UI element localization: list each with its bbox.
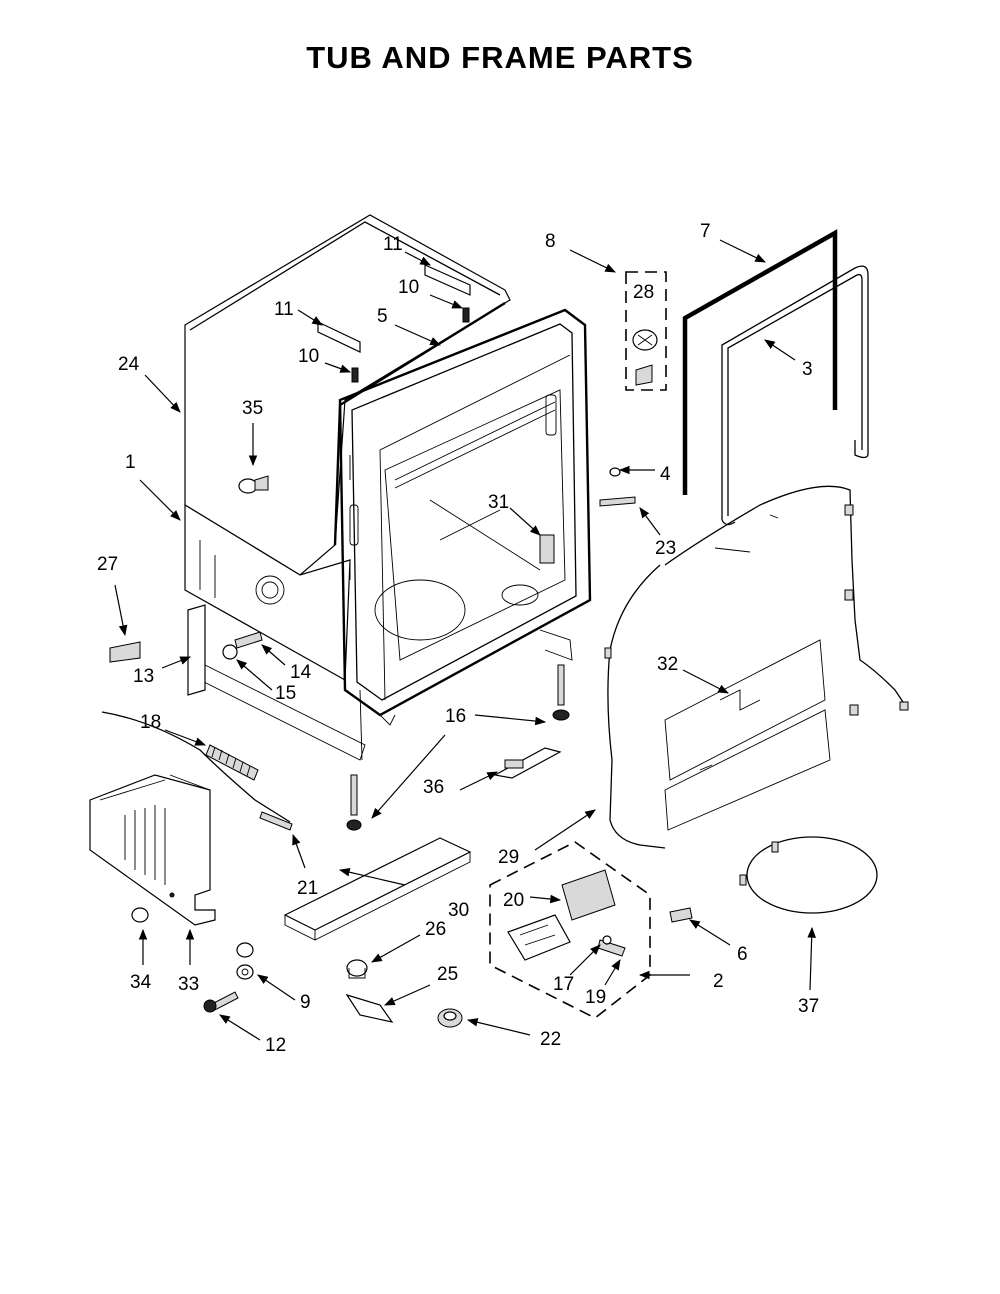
callout-29: 29 <box>498 847 519 868</box>
callout-10a: 10 <box>398 277 419 298</box>
part-31 <box>539 534 555 564</box>
leveling-leg-16 <box>552 664 570 721</box>
callout-37: 37 <box>798 996 819 1017</box>
leader-lines <box>114 239 817 1041</box>
callout-22: 22 <box>540 1029 561 1050</box>
callout-8: 8 <box>545 231 556 252</box>
callout-6: 6 <box>737 944 748 965</box>
callout-27: 27 <box>97 554 118 575</box>
hinge-brackets <box>317 264 471 383</box>
bracket-36 <box>493 747 562 779</box>
callout-32: 32 <box>657 654 678 675</box>
tub-seal <box>721 265 869 526</box>
callout-15: 15 <box>275 683 296 704</box>
leveling-leg-front <box>346 774 362 831</box>
door-spring-cable <box>101 711 293 831</box>
callout-30: 30 <box>448 900 469 921</box>
nuts-9 <box>236 942 254 980</box>
callout-1: 1 <box>125 452 136 473</box>
callout-17: 17 <box>553 974 574 995</box>
screw-35 <box>238 475 269 494</box>
screw-14-15 <box>222 631 263 660</box>
callout-2: 2 <box>713 971 724 992</box>
callout-24: 24 <box>118 354 140 375</box>
callout-33: 33 <box>178 974 199 995</box>
bracket-25 <box>345 993 394 1023</box>
callout-25: 25 <box>437 964 458 985</box>
callout-7: 7 <box>700 221 711 242</box>
callout-31: 31 <box>488 492 509 513</box>
bracket-27 <box>109 641 141 663</box>
wire-37 <box>739 836 878 914</box>
screw-23 <box>599 496 636 507</box>
bracket-13 <box>187 604 206 696</box>
screw-4 <box>609 467 621 477</box>
clip-22 <box>437 1008 463 1028</box>
callout-26: 26 <box>425 919 446 940</box>
callout-35: 35 <box>242 398 263 419</box>
wire-harness-29 <box>604 485 909 849</box>
callout-14: 14 <box>290 662 312 683</box>
callout-10b: 10 <box>298 346 319 367</box>
screw-12 <box>203 991 239 1013</box>
callout-34: 34 <box>130 972 152 993</box>
callout-28: 28 <box>633 282 654 303</box>
callout-13: 13 <box>133 666 154 687</box>
callout-11a: 11 <box>383 234 403 255</box>
part-28-clip <box>625 271 667 391</box>
callout-3: 3 <box>802 359 813 380</box>
callout-12: 12 <box>265 1035 286 1056</box>
base-rail-30 <box>283 837 472 941</box>
callout-4: 4 <box>660 464 671 485</box>
thermostat-26 <box>346 959 368 979</box>
assembly-2 <box>489 841 693 1019</box>
callout-labels: 1 2 3 4 5 6 7 8 9 10 10 11 11 12 13 14 1… <box>97 221 819 1056</box>
callout-9: 9 <box>300 992 311 1013</box>
callout-11b: 11 <box>274 299 294 320</box>
callout-23: 23 <box>655 538 676 559</box>
callout-36: 36 <box>423 777 444 798</box>
side-panel-33 <box>89 774 216 926</box>
callout-16: 16 <box>445 706 466 727</box>
callout-18: 18 <box>140 712 161 733</box>
door-gasket <box>682 229 838 495</box>
callout-21: 21 <box>297 878 318 899</box>
callout-20: 20 <box>503 890 524 911</box>
insulation-32 <box>664 639 831 831</box>
page-title: TUB AND FRAME PARTS <box>306 40 694 75</box>
callout-19: 19 <box>585 987 606 1008</box>
callout-5: 5 <box>377 306 388 327</box>
